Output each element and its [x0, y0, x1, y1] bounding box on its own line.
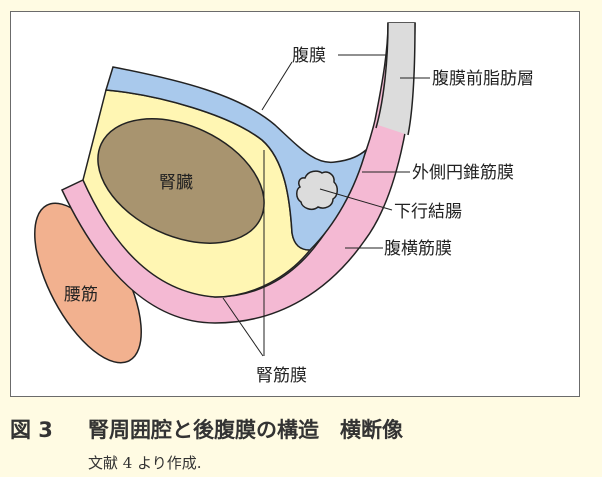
label-descending-colon: 下行結腸 [394, 202, 462, 222]
label-psoas: 腰筋 [64, 285, 98, 305]
label-lateroconal-fascia: 外側円錐筋膜 [412, 163, 514, 183]
descending-colon [296, 170, 338, 210]
label-kidney: 腎臓 [159, 173, 193, 193]
retroperitoneum-diagram: 腹膜 腹膜前脂肪層 外側円錐筋膜 下行結腸 腹横筋膜 腎筋膜 腎臓 腰筋 [34, 22, 534, 386]
figure-source: 文献 4 より作成. [88, 454, 202, 472]
kidney [97, 118, 265, 244]
figure-number: 図 3 [10, 418, 53, 442]
label-peritoneum: 腹膜 [292, 46, 326, 66]
figure-caption: 図 3 腎周囲腔と後腹膜の構造 横断像 [10, 414, 403, 444]
label-renal-fascia: 腎筋膜 [256, 366, 307, 386]
label-transversalis-fascia: 腹横筋膜 [384, 239, 452, 259]
leader-descending-colon [319, 188, 393, 211]
figure-title: 腎周囲腔と後腹膜の構造 横断像 [88, 418, 403, 442]
label-preperitoneal-fat: 腹膜前脂肪層 [432, 69, 534, 89]
